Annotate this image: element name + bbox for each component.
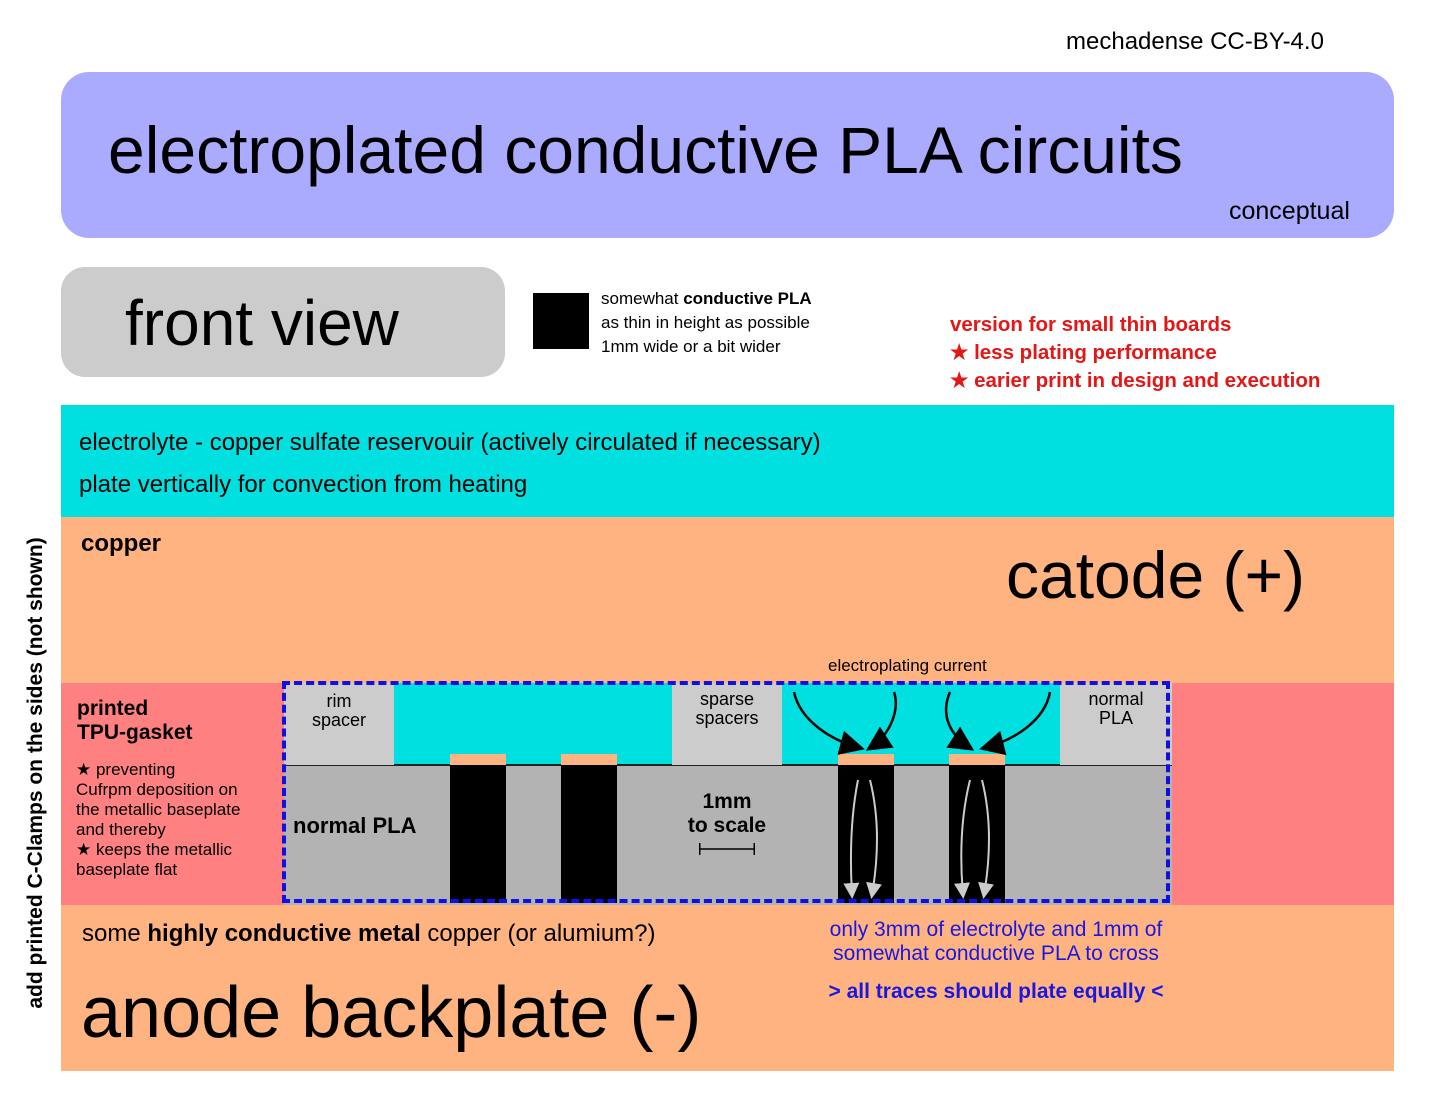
gasket-title-line-1: printed <box>77 697 149 720</box>
scale-bar <box>699 843 755 855</box>
distance-note-line: only 3mm of electrolyte and 1mm of <box>829 918 1163 941</box>
gasket-notes: ★ preventing Cufrpm deposition on the me… <box>76 760 240 880</box>
gasket-title: printed TPU-gasket <box>77 697 193 745</box>
legend-swatch-conductive-pla <box>533 293 589 349</box>
conductive-trace <box>450 765 506 903</box>
current-label: electroplating current <box>828 656 987 675</box>
anode-material-text: some highly conductive metal copper (or … <box>82 920 656 948</box>
cross-section-frame <box>282 681 1170 903</box>
gasket-note-line: ★ preventing <box>76 760 176 779</box>
side-clamp-text: add printed C-Clamps on the sides (not s… <box>24 537 47 1009</box>
electrolyte-text: electrolyte - copper sulfate reservouir … <box>79 422 821 506</box>
version-line-3: ★ earier print in design and execution <box>950 369 1321 392</box>
version-line-2: ★ less plating performance <box>950 341 1217 364</box>
legend-line-1-prefix: somewhat <box>601 289 684 308</box>
gasket-note-line: the metallic baseplate <box>76 800 241 819</box>
normal-pla-spacer-line: PLA <box>1098 708 1134 728</box>
scale-label: 1mm to scale <box>662 790 792 838</box>
electrolyte-layer <box>61 405 1394 517</box>
scale-line: 1mm <box>702 790 752 813</box>
trace-copper-cap <box>561 754 617 765</box>
gasket-note-line: ★ keeps the metallic <box>76 840 233 859</box>
sparse-spacer-line: sparse <box>699 689 755 709</box>
internal-current-arrow <box>978 779 994 899</box>
electrolyte-line-1: electrolyte - copper sulfate reservouir … <box>79 429 821 456</box>
internal-current-arrow <box>843 779 860 899</box>
scale-line: to scale <box>687 814 767 837</box>
title-banner <box>61 72 1394 238</box>
distance-note: only 3mm of electrolyte and 1mm of somew… <box>806 918 1186 966</box>
view-label: front view <box>125 287 399 359</box>
gasket-note-line: baseplate flat <box>76 860 178 879</box>
anode-sub-suffix: copper (or alumium?) <box>420 920 656 947</box>
sparse-spacers: sparse spacers <box>672 683 782 765</box>
normal-pla-label: normal PLA <box>293 813 417 838</box>
gasket-note-line: and thereby <box>76 820 166 839</box>
normal-pla-spacer: normal PLA <box>1060 683 1172 765</box>
credit-text: mechadense CC-BY-4.0 <box>1066 28 1324 55</box>
rim-spacer-line: rim <box>326 691 352 711</box>
trace-copper-cap <box>838 754 894 765</box>
trace-copper-cap <box>450 754 506 765</box>
current-arrow <box>865 691 897 751</box>
current-arrow <box>944 691 975 751</box>
current-arrow <box>792 691 865 755</box>
normal-pla-base <box>284 765 1172 905</box>
anode-label: anode backplate (-) <box>81 973 702 1053</box>
catode-material-label: copper <box>81 530 162 557</box>
legend-line-2: as thin in height as possible <box>601 313 810 332</box>
sparse-spacer-line: spacers <box>695 708 759 728</box>
catode-layer <box>61 517 1394 683</box>
gasket-title-line-2: TPU-gasket <box>77 721 193 744</box>
view-banner <box>61 267 505 377</box>
diagram-subtitle: conceptual <box>1229 197 1350 225</box>
rim-spacer-line: spacer <box>311 710 367 730</box>
pla-surface-line <box>284 764 1172 766</box>
anode-sub-bold: highly conductive metal <box>147 920 421 947</box>
current-arrows <box>792 691 1052 899</box>
internal-current-arrow <box>954 779 971 899</box>
anode-layer <box>61 905 1394 1071</box>
plating-equality-note: > all traces should plate equally < <box>828 980 1164 1003</box>
current-arrow <box>979 691 1052 756</box>
version-line-1: version for small thin boards <box>950 313 1232 336</box>
distance-note-line: somewhat conductive PLA to cross <box>833 942 1159 965</box>
legend-line-3: 1mm wide or a bit wider <box>601 337 781 356</box>
legend-text: somewhat conductive PLA as thin in heigh… <box>601 287 812 359</box>
legend-line-1: somewhat conductive PLA <box>601 287 812 311</box>
anode-sub-prefix: some <box>82 920 148 947</box>
diagram-title: electroplated conductive PLA circuits <box>108 113 1183 187</box>
normal-pla-spacer-line: normal <box>1088 689 1144 709</box>
legend-line-1-bold: conductive PLA <box>683 289 812 308</box>
version-note: version for small thin boards ★ less pla… <box>950 311 1320 395</box>
rim-spacer: rim spacer <box>284 683 394 765</box>
conductive-trace <box>838 765 894 903</box>
internal-current-arrow <box>866 779 882 899</box>
trace-copper-cap <box>949 754 1005 765</box>
gasket-note-line: Cufrpm deposition on <box>76 780 238 799</box>
conductive-trace <box>949 765 1005 903</box>
catode-label: catode (+) <box>1006 538 1305 612</box>
conductive-trace <box>561 765 617 903</box>
electrolyte-line-2: plate vertically for convection from hea… <box>79 471 528 498</box>
